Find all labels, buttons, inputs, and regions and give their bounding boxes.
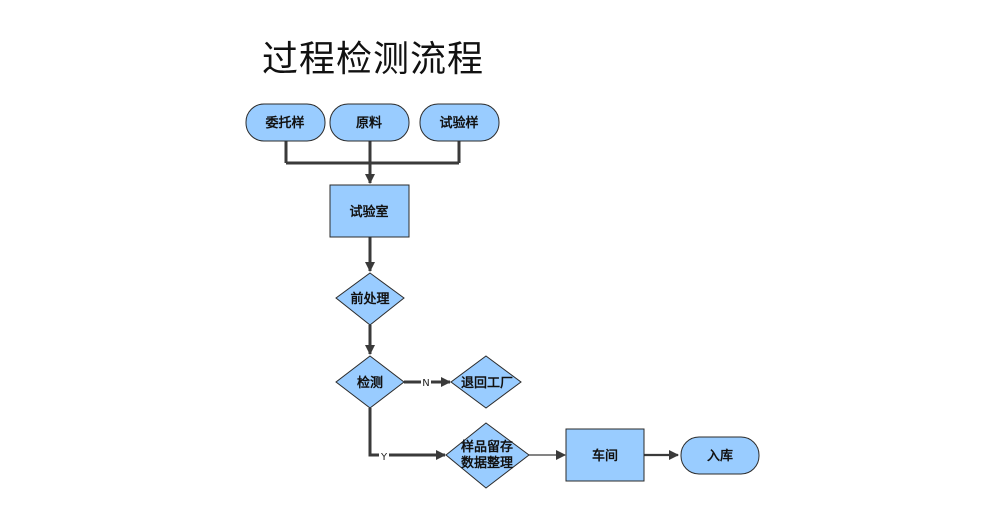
label-raw-material: 原料 bbox=[356, 115, 382, 131]
nodes bbox=[245, 103, 760, 489]
label-return-factory: 退回工厂 bbox=[461, 376, 513, 391]
edge-inspection-to-retain bbox=[368, 408, 446, 460]
diagram-title: 过程检测流程 bbox=[262, 39, 485, 80]
node-inspection[interactable] bbox=[335, 355, 405, 409]
label-sample-entrusted: 委托样 bbox=[264, 115, 304, 131]
label-storage: 入库 bbox=[707, 448, 733, 464]
node-return-factory[interactable] bbox=[450, 355, 522, 409]
edge-label-no: N bbox=[422, 378, 429, 389]
node-storage[interactable] bbox=[680, 436, 760, 475]
label-retain-line2: 数据整理 bbox=[461, 455, 513, 471]
node-pretreatment[interactable] bbox=[335, 272, 405, 326]
label-laboratory: 试验室 bbox=[349, 204, 388, 220]
node-test-sample[interactable] bbox=[419, 103, 500, 142]
label-test-sample: 试验样 bbox=[439, 115, 478, 131]
node-workshop[interactable] bbox=[565, 428, 645, 482]
label-pretreatment: 前处理 bbox=[350, 291, 389, 307]
label-retain-line1: 样品留存 bbox=[461, 439, 513, 455]
node-raw-material[interactable] bbox=[329, 103, 410, 142]
node-sample-entrusted[interactable] bbox=[245, 103, 326, 142]
edge-label-yes: Y bbox=[380, 452, 388, 463]
edges bbox=[284, 141, 461, 460]
node-laboratory[interactable] bbox=[329, 184, 410, 238]
label-inspection: 检测 bbox=[357, 375, 383, 391]
node-retain-data[interactable] bbox=[445, 422, 530, 489]
label-workshop: 车间 bbox=[592, 448, 618, 464]
